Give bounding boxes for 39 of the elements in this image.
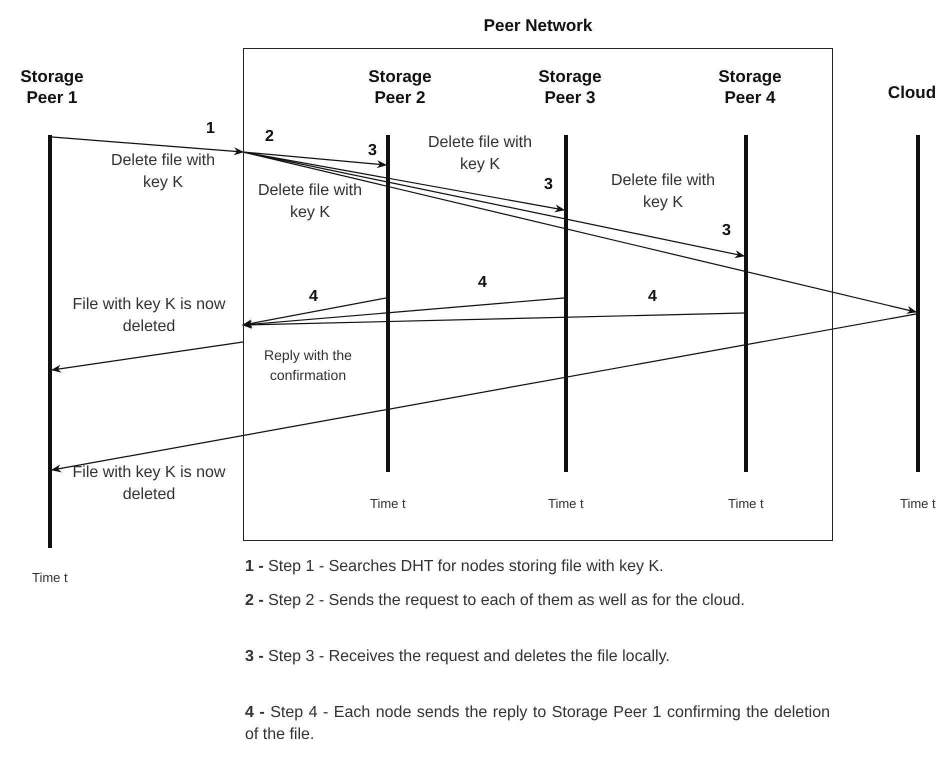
step-note: 4 - Step 4 - Each node sends the reply to Storage Peer 1 confirming the deletion of the file.	[245, 703, 830, 745]
step-number: 1	[206, 120, 215, 138]
step-number: 3	[722, 222, 731, 240]
lifeline-title: Storage Peer 1	[19, 66, 85, 108]
step-number: 3	[544, 176, 553, 194]
time-label: Time t	[370, 496, 406, 511]
time-label: Time t	[728, 496, 764, 511]
time-label: Time t	[548, 496, 584, 511]
lifeline-title: Storage Peer 2	[367, 66, 433, 108]
arrow	[242, 151, 917, 314]
time-label: Time t	[900, 496, 936, 511]
arrow	[51, 313, 916, 472]
arrow	[242, 151, 387, 168]
lifeline-title: Cloud	[886, 82, 938, 103]
step-number: 2	[265, 128, 274, 146]
step-number: 4	[478, 274, 487, 292]
arrow	[242, 312, 744, 329]
arrow	[242, 297, 386, 328]
step-note: 1 - Step 1 - Searches DHT for nodes storing file with key K.	[245, 557, 665, 577]
lifeline-title: Storage Peer 4	[717, 66, 783, 108]
arrow	[51, 341, 244, 373]
step-note: 2 - Step 2 - Sends the request to each of them as well as for the cloud.	[245, 591, 746, 611]
arrow	[52, 136, 244, 156]
time-label: Time t	[32, 570, 68, 585]
step-number: 4	[309, 288, 318, 306]
edge-label: Delete file with key K	[610, 171, 716, 213]
arrow	[242, 297, 564, 328]
edge-label: File with key K is now deleted	[72, 463, 226, 505]
edge-label: File with key K is now deleted	[72, 295, 226, 337]
step-number: 4	[648, 288, 657, 306]
edge-label: Delete file with key K	[256, 181, 364, 223]
edge-label: Delete file with key K	[110, 151, 216, 193]
edge-label: Delete file with key K	[426, 133, 534, 175]
group-title: Peer Network	[484, 16, 592, 35]
annotation: Reply with the confirmation	[263, 346, 353, 385]
step-note: 3 - Step 3 - Receives the request and deletes the file locally.	[245, 647, 671, 667]
step-number: 3	[368, 142, 377, 160]
lifeline-title: Storage Peer 3	[537, 66, 603, 108]
arrow	[242, 151, 745, 258]
